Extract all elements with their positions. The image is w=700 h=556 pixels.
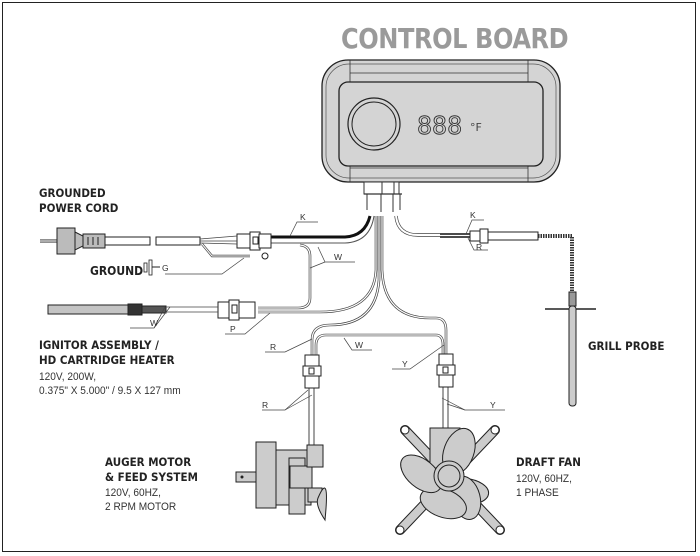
ignitor-spec: 120V, 200W, 0.375" X 5.000" / 9.5 X 127 … (39, 371, 181, 397)
power-cord (104, 235, 269, 260)
power-cord-label: GROUNDED POWER CORD (39, 186, 119, 215)
wire-code-leaders (130, 219, 505, 411)
ground-symbol-icon: G (143, 257, 245, 276)
power-cord-connector (236, 231, 272, 251)
diagram-title: CONTROL BOARD (341, 22, 569, 55)
wire-code-black-probe: K (470, 210, 476, 220)
ground-wire-code: G (162, 263, 169, 273)
wire-code-red: R (270, 342, 276, 352)
ignitor-rod (47, 303, 218, 316)
wire-code-white-ignitor: W (150, 318, 158, 328)
draft-fan-label: DRAFT FAN (516, 455, 581, 469)
wire-code-black: K (300, 212, 306, 222)
auger-motor (235, 441, 327, 522)
ignitor-label: IGNITOR ASSEMBLY / HD CARTRIDGE HEATER (39, 338, 175, 367)
wire-harness (258, 215, 470, 445)
auger-connector (302, 354, 322, 389)
control-board: 888 °F (321, 59, 561, 212)
display-digits: 888 (417, 111, 462, 140)
ignitor-connector (217, 299, 256, 321)
ground-label: GROUND (90, 264, 144, 278)
draft-fan (395, 425, 505, 535)
auger-spec: 120V, 60HZ, 2 RPM MOTOR (105, 487, 177, 513)
display-unit: °F (470, 121, 482, 134)
draft-fan-spec: 120V, 60HZ, 1 PHASE (516, 473, 572, 499)
wire-code-purple: P (230, 324, 236, 334)
grill-probe-label: GRILL PROBE (588, 339, 665, 353)
power-plug (40, 227, 106, 255)
wire-code-white: W (334, 252, 342, 262)
wire-code-yellow: Y (402, 359, 408, 369)
wire-code-yellow-fan: Y (490, 400, 496, 410)
control-knob (347, 97, 401, 151)
wire-code-white-cross: W (355, 340, 363, 350)
auger-label: AUGER MOTOR & FEED SYSTEM (105, 455, 198, 484)
wire-code-red-probe: R (476, 242, 482, 252)
grill-probe (469, 228, 596, 407)
wire-code-red-auger: R (262, 400, 268, 410)
fan-connector (436, 353, 456, 388)
